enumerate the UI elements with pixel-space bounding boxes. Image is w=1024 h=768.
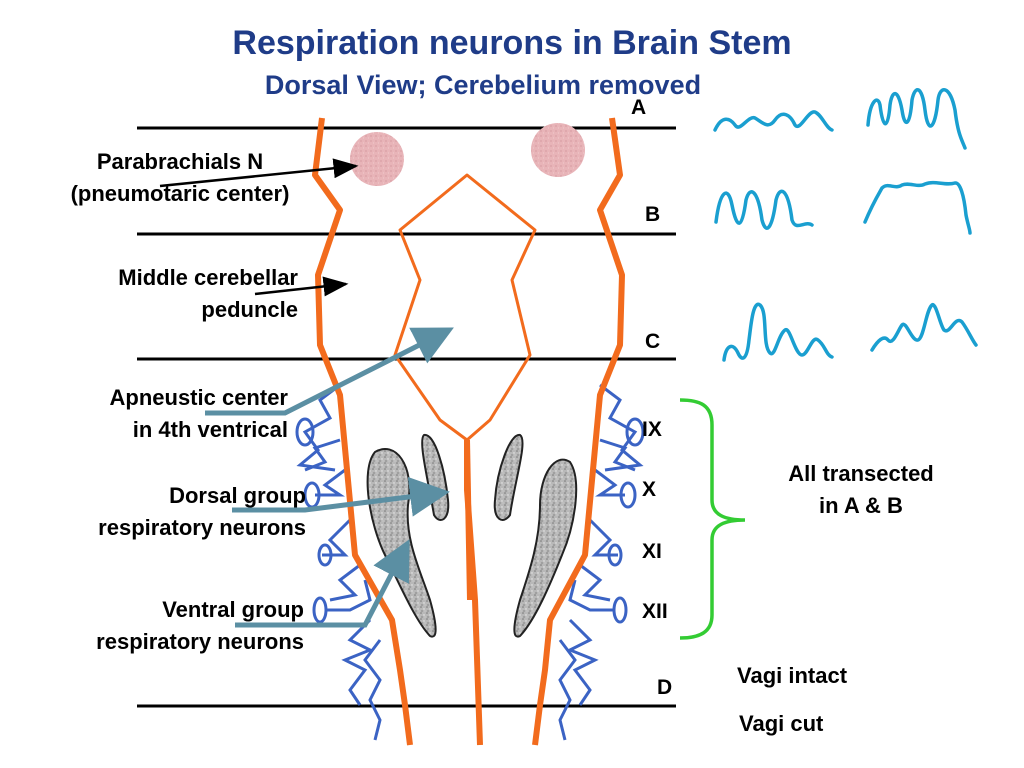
- ventral-group-label: Ventral group respiratory neurons: [20, 594, 304, 658]
- trace-b-vagi-cut: [863, 180, 972, 235]
- parabrachial-label-line2: (pneumotaric center): [70, 181, 290, 206]
- middle-peduncle-label-line2: peduncle: [201, 297, 298, 322]
- apneustic-label: Apneustic center in 4th ventrical: [20, 382, 289, 446]
- ventral-group-label-line1: Ventral group: [162, 597, 304, 622]
- transected-label-line1: All transected: [788, 461, 934, 486]
- slide-title: Respiration neurons in Brain Stem: [232, 24, 792, 62]
- trace-c-vagi-cut: [870, 303, 978, 352]
- middle-peduncle-label-line1: Middle cerebellar: [118, 265, 298, 290]
- trace-c-vagi-intact: [722, 302, 834, 362]
- left-nerve-roots: [295, 383, 382, 741]
- nerve-xii-label: XII: [642, 600, 668, 623]
- dorsal-group-label: Dorsal group respiratory neurons: [20, 480, 306, 544]
- parabrachial-label-line1: Parabrachials N: [96, 149, 264, 174]
- ventral-group-arrow: [235, 539, 410, 628]
- transection-brace: [679, 398, 746, 640]
- dorsal-group-arrow: [232, 476, 450, 517]
- parabrachial-nucleus-right: [531, 123, 585, 177]
- right-nerve-roots: [558, 383, 645, 741]
- breathing-traces: [713, 88, 978, 362]
- transected-label-line2: in A & B: [819, 493, 903, 518]
- level-a-label: A: [631, 96, 647, 119]
- transected-label: All transected in A & B: [756, 458, 966, 522]
- brainstem-outline: [312, 117, 625, 746]
- trace-a-vagi-intact: [713, 110, 834, 132]
- apneustic-arrow: [205, 327, 454, 416]
- trace-b-vagi-intact: [714, 189, 814, 230]
- dorsal-group-label-line2: respiratory neurons: [98, 515, 306, 540]
- vagi-cut-label: Vagi cut: [739, 711, 824, 736]
- level-b-label: B: [645, 203, 661, 226]
- ventral-group-label-line2: respiratory neurons: [96, 629, 304, 654]
- parabrachial-arrow: [159, 158, 359, 188]
- slide-subtitle: Dorsal View; Cerebelium removed: [264, 70, 702, 100]
- level-d-label: D: [657, 676, 673, 699]
- nerve-ix-label: IX: [642, 418, 662, 441]
- peduncle-arrow: [254, 276, 349, 297]
- apneustic-label-line2: in 4th ventrical: [132, 417, 288, 442]
- trace-a-vagi-cut: [866, 88, 967, 150]
- vagi-intact-label: Vagi intact: [737, 663, 848, 688]
- apneustic-label-line1: Apneustic center: [109, 385, 289, 410]
- level-c-label: C: [645, 330, 661, 353]
- parabrachial-label: Parabrachials N (pneumotaric center): [20, 146, 340, 210]
- nerve-xi-label: XI: [642, 540, 662, 563]
- dorsal-group-label-line1: Dorsal group: [169, 483, 306, 508]
- fourth-ventricle-outline: [393, 173, 537, 442]
- middle-peduncle-label: Middle cerebellar peduncle: [30, 262, 298, 326]
- nerve-x-label: X: [642, 478, 657, 501]
- parabrachial-nucleus-left: [350, 132, 404, 186]
